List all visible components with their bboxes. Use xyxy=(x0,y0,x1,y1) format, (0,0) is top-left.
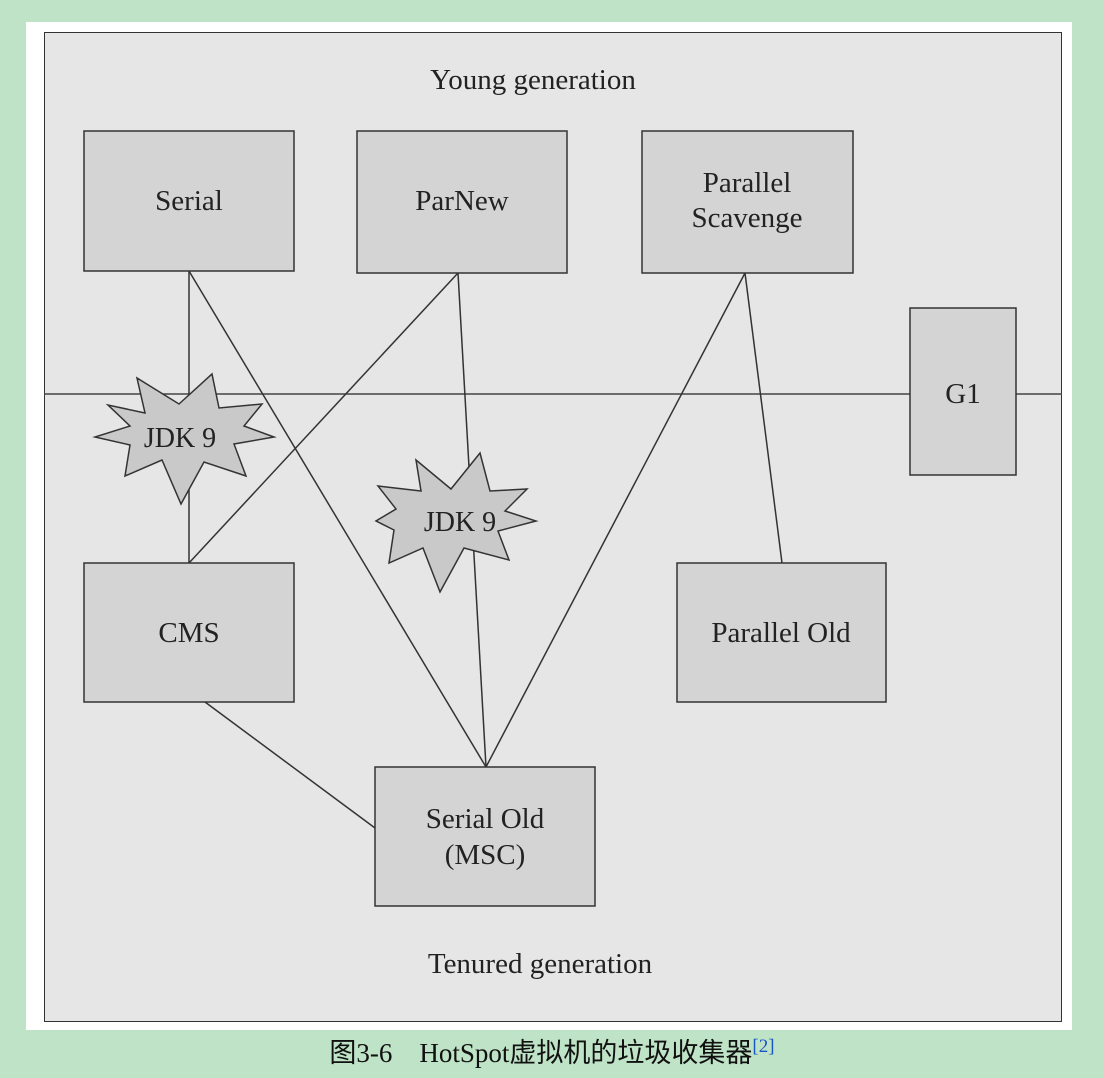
tenured-generation-label: Tenured generation xyxy=(428,948,653,980)
caption-text: 图3-6 HotSpot虚拟机的垃圾收集器 xyxy=(329,1038,753,1068)
cms-label: CMS xyxy=(158,617,219,649)
serial-old-label-line1: Serial Old xyxy=(426,803,545,835)
parallel-scavenge-box xyxy=(641,130,854,274)
g1-label: G1 xyxy=(945,378,980,410)
jdk9-starburst-center xyxy=(374,451,539,594)
serial-box xyxy=(83,130,295,272)
parnew-box xyxy=(356,130,568,274)
young-generation-label: Young generation xyxy=(430,64,636,96)
jdk9-starburst-left xyxy=(92,372,277,506)
serial-old-box xyxy=(374,766,596,907)
parallel-old-label: Parallel Old xyxy=(711,617,851,649)
figure-caption: 图3-6 HotSpot虚拟机的垃圾收集器[2] xyxy=(0,1030,1104,1076)
jdk9-badge-center-label: JDK 9 xyxy=(424,507,496,538)
serial-old-label-line2: (MSC) xyxy=(445,839,526,871)
parallel-scavenge-label-line1: Parallel xyxy=(703,167,792,199)
caption-reference[interactable]: [2] xyxy=(752,1036,775,1057)
connection-scavenge-serialold xyxy=(485,272,746,768)
connection-parnew-cms xyxy=(188,272,459,564)
jdk9-badge-left-label: JDK 9 xyxy=(144,423,216,454)
cms-box xyxy=(83,562,295,703)
connection-scavenge-parallelold xyxy=(744,272,783,564)
connection-serial-serialold xyxy=(188,270,487,768)
connection-cms-serialold xyxy=(204,701,376,829)
parallel-scavenge-label-line2: Scavenge xyxy=(691,202,802,234)
serial-label: Serial xyxy=(155,185,223,217)
parallel-old-box xyxy=(676,562,887,703)
parnew-label: ParNew xyxy=(415,185,508,217)
g1-box xyxy=(909,307,1017,476)
